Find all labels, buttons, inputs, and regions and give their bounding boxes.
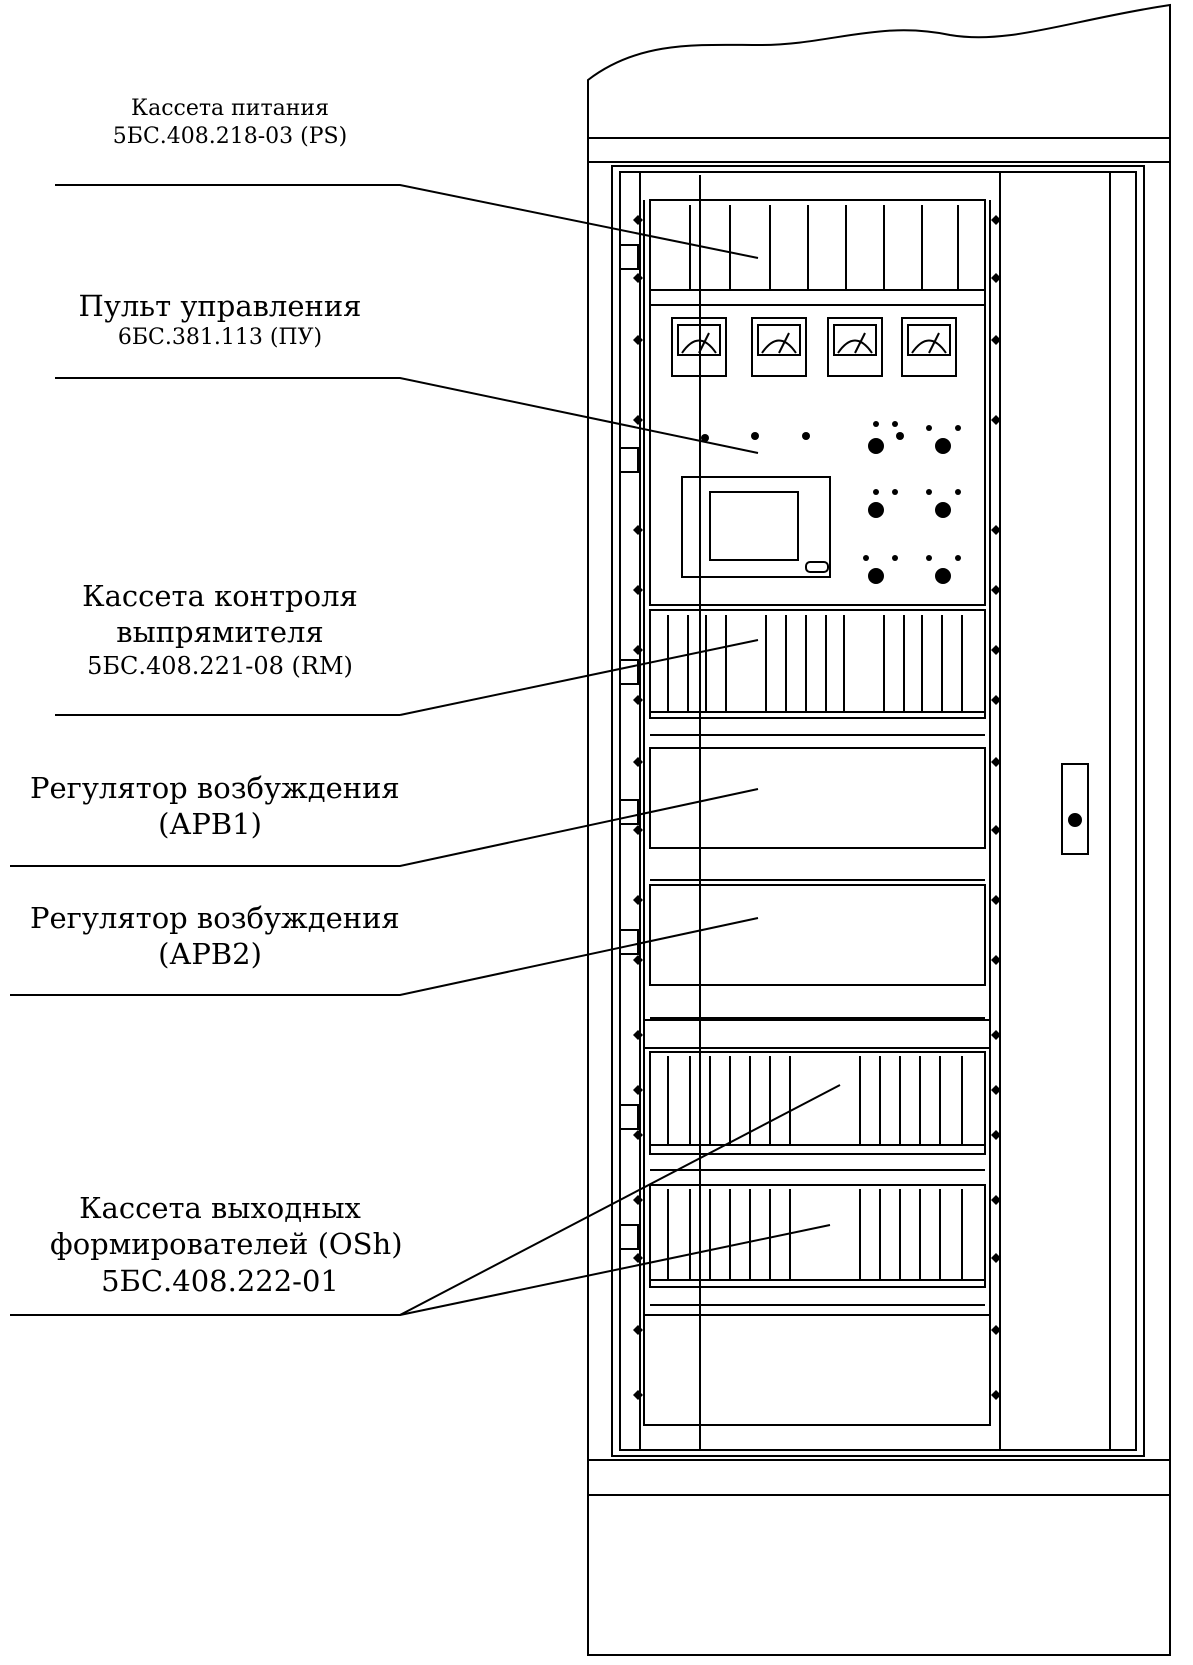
label-rm-line2: выпрямителя — [116, 615, 324, 650]
module-arv1 — [650, 748, 985, 880]
rail-screw — [991, 1130, 1001, 1140]
rail-screw — [991, 1030, 1001, 1040]
label-osh-line1: Кассета выходных — [79, 1191, 361, 1225]
leader-pu — [55, 378, 758, 453]
rail-screw — [991, 895, 1001, 905]
door-hinges — [620, 245, 638, 1249]
rail-screw — [991, 525, 1001, 535]
module-arv2 — [650, 885, 985, 1018]
label-arv1: Регулятор возбуждения (АРВ1) — [30, 770, 400, 843]
rail-screw — [991, 415, 1001, 425]
rail-screw — [633, 335, 643, 345]
rail-screw — [633, 1325, 643, 1335]
leader-rm-diag — [400, 640, 758, 715]
label-pu: Пульт управления 6БС.381.113 (ПУ) — [60, 288, 380, 352]
rail-screw — [633, 415, 643, 425]
rail-screw — [633, 757, 643, 767]
rail-screw — [633, 215, 643, 225]
rail-screw — [633, 895, 643, 905]
indicator-leds — [701, 421, 961, 561]
label-osh-line3: 5БС.408.222-01 — [101, 1263, 339, 1298]
rail-screw — [991, 585, 1001, 595]
rail-screw — [991, 645, 1001, 655]
module-osh-2 — [650, 1185, 985, 1305]
rail-screw — [633, 525, 643, 535]
cabinet-body — [588, 5, 1170, 1655]
label-rm: Кассета контроля выпрямителя 5БС.408.221… — [60, 578, 380, 681]
module-osh-1 — [650, 1052, 985, 1170]
rail-screw — [633, 585, 643, 595]
rail-screw — [633, 1253, 643, 1263]
label-ps: Кассета питания 5БС.408.218-03 (PS) — [80, 95, 380, 150]
label-osh-line2: формирователей (OSh) — [50, 1227, 403, 1262]
module-rm — [650, 610, 985, 735]
display-screen-icon — [682, 477, 830, 577]
rail-screw — [991, 825, 1001, 835]
door-frame — [612, 166, 1144, 1456]
analog-meter-icon — [672, 318, 956, 376]
rail-screw — [991, 335, 1001, 345]
module-ps — [650, 200, 985, 305]
leader-arv2 — [10, 918, 758, 995]
rail-screw — [633, 825, 643, 835]
leader-lines — [10, 185, 840, 1315]
label-ps-line2: 5БС.408.218-03 (PS) — [112, 123, 348, 149]
rail-screw — [991, 757, 1001, 767]
rail-screw — [991, 215, 1001, 225]
module-blank — [644, 1315, 990, 1425]
door-handle-icon — [1062, 764, 1088, 854]
rail-screw — [991, 1085, 1001, 1095]
label-rm-line1: Кассета контроля — [82, 579, 358, 613]
module-pu — [650, 305, 985, 605]
rail-screw — [633, 1130, 643, 1140]
rail-screw — [633, 1390, 643, 1400]
label-pu-line1: Пульт управления — [78, 289, 362, 323]
knob-icon — [868, 438, 951, 584]
module-separator — [644, 1020, 990, 1048]
rail-screw — [633, 1030, 643, 1040]
rail-screw — [991, 273, 1001, 283]
label-arv1-line2: (АРВ1) — [158, 807, 262, 842]
rail-screw — [633, 1195, 643, 1205]
label-arv2-line2: (АРВ2) — [158, 937, 262, 972]
label-osh: Кассета выходных формирователей (OSh) 5Б… — [50, 1190, 403, 1299]
rail-screw — [633, 695, 643, 705]
label-arv2: Регулятор возбуждения (АРВ2) — [30, 900, 400, 973]
label-arv2-line1: Регулятор возбуждения — [30, 901, 400, 935]
rail-screw — [991, 1195, 1001, 1205]
label-ps-line1: Кассета питания — [131, 96, 329, 121]
leader-ps — [55, 185, 758, 258]
rail-screw — [633, 645, 643, 655]
rail-screw — [991, 1253, 1001, 1263]
leader-arv1 — [10, 789, 758, 866]
rail-screw — [991, 1325, 1001, 1335]
label-rm-line3: 5БС.408.221-08 (RM) — [87, 651, 353, 680]
rail-screw — [991, 1390, 1001, 1400]
rail-screw — [991, 695, 1001, 705]
rail-screw — [633, 955, 643, 965]
rack-rails — [644, 200, 1000, 1425]
leader-osh-2 — [400, 1225, 830, 1315]
label-pu-line2: 6БС.381.113 (ПУ) — [117, 325, 323, 351]
rail-screw — [991, 955, 1001, 965]
label-arv1-line1: Регулятор возбуждения — [30, 771, 400, 805]
rail-screw — [633, 273, 643, 283]
rail-screws — [633, 215, 1001, 1400]
rail-screw — [633, 1085, 643, 1095]
